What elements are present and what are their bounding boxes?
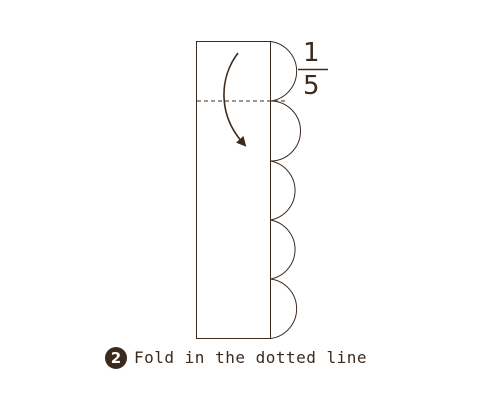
scallop-2 <box>270 100 301 162</box>
scallop-4 <box>270 219 296 280</box>
scallop-3 <box>270 160 296 221</box>
scallop-5 <box>270 278 298 339</box>
fraction-numerator: 1 <box>303 38 320 68</box>
curved-arrow-icon <box>223 52 247 147</box>
step-instruction: Fold in the dotted line <box>134 348 368 367</box>
scalloped-edge <box>270 41 301 339</box>
paper-strip <box>196 41 271 339</box>
scallop-1 <box>270 41 298 102</box>
fraction-denominator: 5 <box>303 71 320 101</box>
step-number-badge: 2 <box>105 347 127 369</box>
